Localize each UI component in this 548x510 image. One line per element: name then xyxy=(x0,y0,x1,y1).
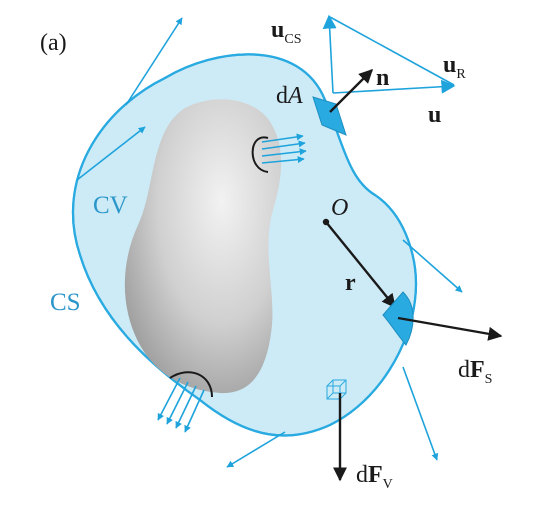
u-r-main: u xyxy=(443,52,456,78)
origin-label: O xyxy=(331,195,348,221)
position-vector-r xyxy=(325,221,396,309)
dfs-subscript: S xyxy=(485,372,493,387)
u-label: u xyxy=(428,102,441,128)
u-r-label: uR xyxy=(443,52,466,82)
outlet-opening-top xyxy=(251,136,269,173)
u-r-subscript: R xyxy=(456,67,466,82)
dfs-main: F xyxy=(470,357,485,383)
velocity-triangle xyxy=(322,14,456,94)
r-label: r xyxy=(345,270,356,296)
dfv-prefix: d xyxy=(356,462,368,488)
outlet-flow-arrows-bottom xyxy=(157,377,205,433)
da-prefix: d xyxy=(276,83,288,109)
u-cs-main: u xyxy=(271,17,284,43)
dfv-label: dFV xyxy=(356,462,393,492)
dfv-subscript: V xyxy=(383,477,393,492)
panel-label: (a) xyxy=(40,30,67,56)
area-element-da xyxy=(312,96,347,136)
dfs-prefix: d xyxy=(458,357,470,383)
outlet-flow-arrows-top xyxy=(261,133,307,164)
outlet-opening-bottom xyxy=(169,371,213,398)
u-cs-label: uCS xyxy=(271,17,301,47)
n-label: n xyxy=(376,65,389,91)
cs-label: CS xyxy=(50,289,81,316)
surface-velocity-arrows xyxy=(76,17,463,468)
normal-vector-n xyxy=(329,69,373,113)
solid-body xyxy=(124,99,282,394)
cv-label: CV xyxy=(93,192,128,219)
da-variable: A xyxy=(286,83,303,109)
u-cs-subscript: CS xyxy=(284,32,301,47)
da-label: dA xyxy=(276,83,303,109)
dfs-label: dFS xyxy=(458,357,492,387)
surface-force-vector xyxy=(397,316,503,341)
dfv-main: F xyxy=(368,462,383,488)
